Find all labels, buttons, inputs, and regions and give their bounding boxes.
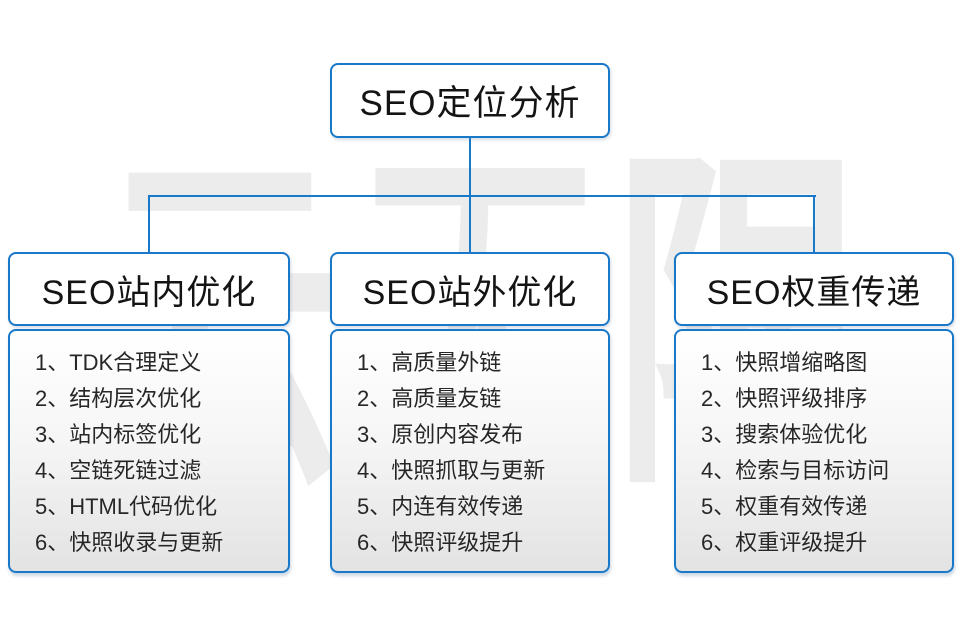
list-item: 5、内连有效传递 [357,494,524,519]
list-item: 2、结构层次优化 [35,386,202,411]
branch-header-label: SEO站内优化 [41,273,257,312]
branch-list-onsite: 1、TDK合理定义 2、结构层次优化 3、站内标签优化 4、空链死链过滤 5、H… [8,329,290,573]
list-item: 2、快照评级排序 [701,386,868,411]
root-node-label: SEO定位分析 [359,84,581,123]
list-item: 6、权重评级提升 [701,530,868,555]
connector-horizontal [148,195,816,197]
branch-offsite: SEO站外优化 1、高质量外链 2、高质量友链 3、原创内容发布 4、快照抓取与… [330,252,610,573]
list-item: 3、站内标签优化 [35,422,202,447]
branch-list-weight: 1、快照增缩略图 2、快照评级排序 3、搜索体验优化 4、检索与目标访问 5、权… [674,329,954,573]
list-item: 1、TDK合理定义 [35,350,202,375]
branch-header-onsite: SEO站内优化 [8,252,290,326]
list-item: 3、搜索体验优化 [701,422,868,447]
branch-onsite: SEO站内优化 1、TDK合理定义 2、结构层次优化 3、站内标签优化 4、空链… [8,252,290,573]
connector-drop-left [148,195,150,253]
list-item: 5、权重有效传递 [701,494,868,519]
list-item: 1、高质量外链 [357,350,502,375]
branch-list-offsite: 1、高质量外链 2、高质量友链 3、原创内容发布 4、快照抓取与更新 5、内连有… [330,329,610,573]
connector-root-stem [469,138,471,196]
branch-header-offsite: SEO站外优化 [330,252,610,326]
connector-drop-middle [469,195,471,253]
list-item: 4、空链死链过滤 [35,458,202,483]
list-item: 4、检索与目标访问 [701,458,890,483]
list-item: 2、高质量友链 [357,386,502,411]
branch-header-label: SEO站外优化 [362,273,578,312]
branch-weight: SEO权重传递 1、快照增缩略图 2、快照评级排序 3、搜索体验优化 4、检索与… [674,252,954,573]
branch-header-label: SEO权重传递 [706,273,922,312]
list-item: 6、快照收录与更新 [35,530,224,555]
list-item: 3、原创内容发布 [357,422,524,447]
connector-drop-right [813,195,815,253]
list-item: 4、快照抓取与更新 [357,458,546,483]
list-item: 1、快照增缩略图 [701,350,868,375]
branch-header-weight: SEO权重传递 [674,252,954,326]
root-node: SEO定位分析 [330,63,610,138]
list-item: 5、HTML代码优化 [35,494,218,519]
list-item: 6、快照评级提升 [357,530,524,555]
